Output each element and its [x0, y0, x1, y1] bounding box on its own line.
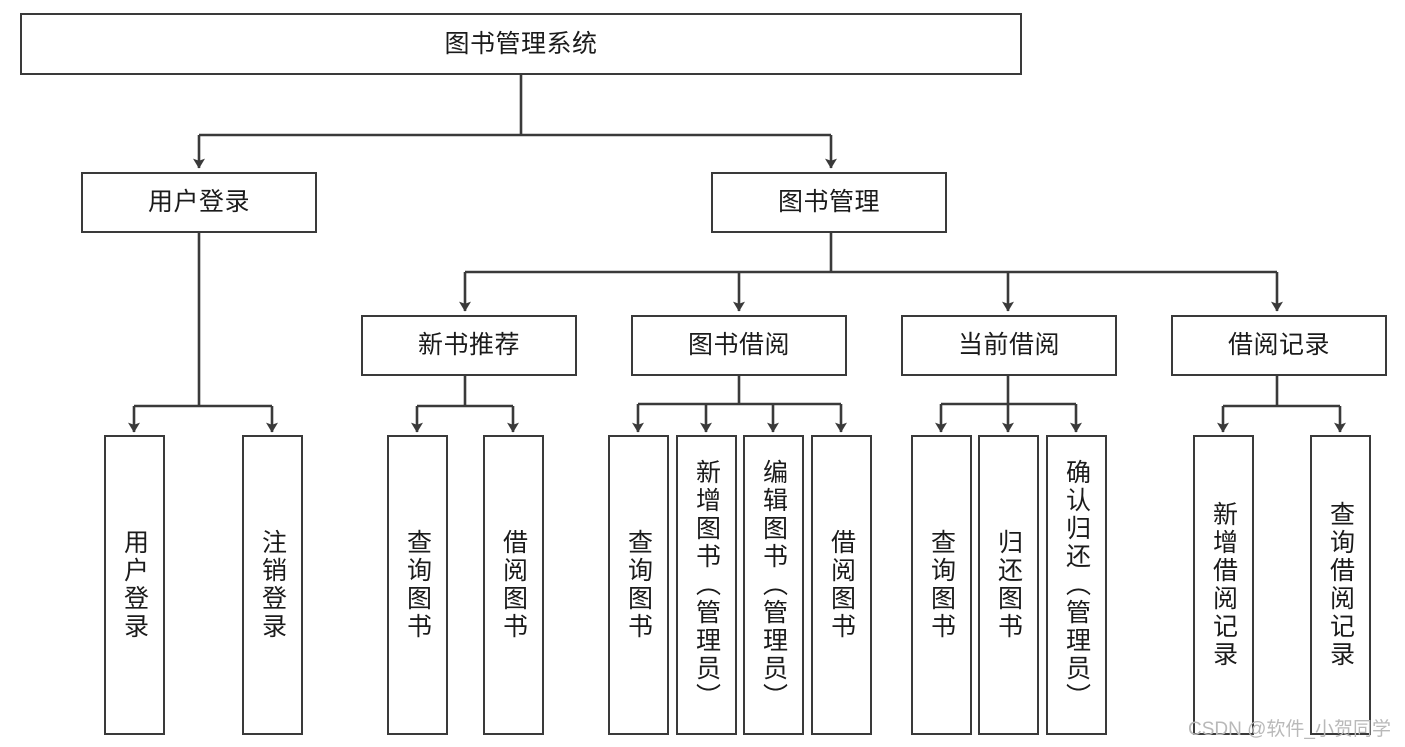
leaf-query-book-1[interactable]: 查询图书: [387, 435, 448, 735]
node-new-book-recommend[interactable]: 新书推荐: [361, 315, 577, 376]
node-label: 确认归还（管理员）: [1062, 459, 1091, 711]
leaf-return-book[interactable]: 归还图书: [978, 435, 1039, 735]
node-label: 归还图书: [994, 529, 1023, 641]
node-label: 当前借阅: [957, 331, 1060, 360]
node-label: 用户登录: [120, 529, 149, 641]
node-label: 借阅图书: [827, 529, 856, 641]
leaf-borrow-book-1[interactable]: 借阅图书: [483, 435, 544, 735]
node-label: 借阅图书: [499, 529, 528, 641]
node-user-login[interactable]: 用户登录: [81, 172, 317, 233]
node-label: 查询图书: [927, 529, 956, 641]
node-label: 图书借阅: [687, 331, 790, 360]
leaf-borrow-book-2[interactable]: 借阅图书: [811, 435, 872, 735]
node-book-borrow[interactable]: 图书借阅: [631, 315, 847, 376]
node-label: 新增图书（管理员）: [692, 459, 721, 711]
leaf-add-record[interactable]: 新增借阅记录: [1193, 435, 1254, 735]
node-label: 图书管理系统: [444, 29, 598, 58]
node-label: 注销登录: [258, 529, 287, 641]
node-label: 查询图书: [403, 529, 432, 641]
node-label: 图书管理: [777, 188, 880, 217]
leaf-confirm-return[interactable]: 确认归还（管理员）: [1046, 435, 1107, 735]
node-borrow-record[interactable]: 借阅记录: [1171, 315, 1387, 376]
node-current-borrow[interactable]: 当前借阅: [901, 315, 1117, 376]
leaf-query-record[interactable]: 查询借阅记录: [1310, 435, 1371, 735]
node-label: 编辑图书（管理员）: [759, 459, 788, 711]
leaf-query-book-2[interactable]: 查询图书: [608, 435, 669, 735]
node-label: 用户登录: [147, 188, 250, 217]
csdn-watermark: CSDN @软件_小贺同学: [1188, 719, 1391, 740]
node-root-system[interactable]: 图书管理系统: [20, 13, 1022, 75]
node-label: 借阅记录: [1227, 331, 1330, 360]
node-book-management[interactable]: 图书管理: [711, 172, 947, 233]
leaf-user-login[interactable]: 用户登录: [104, 435, 165, 735]
node-label: 查询图书: [624, 529, 653, 641]
leaf-edit-book[interactable]: 编辑图书（管理员）: [743, 435, 804, 735]
node-label: 新书推荐: [417, 331, 520, 360]
leaf-query-book-3[interactable]: 查询图书: [911, 435, 972, 735]
leaf-add-book[interactable]: 新增图书（管理员）: [676, 435, 737, 735]
leaf-logout-login[interactable]: 注销登录: [242, 435, 303, 735]
node-label: 查询借阅记录: [1326, 501, 1355, 669]
node-label: 新增借阅记录: [1209, 501, 1238, 669]
